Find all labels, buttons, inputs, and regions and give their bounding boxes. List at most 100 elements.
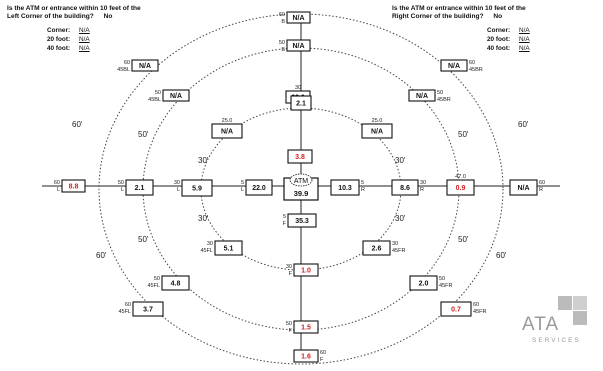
reading-side: F bbox=[320, 357, 324, 363]
atm-marker bbox=[289, 173, 313, 187]
reading-box bbox=[181, 179, 213, 197]
reading-distance: 60 bbox=[279, 12, 285, 18]
reading-value: 5.1 bbox=[224, 246, 234, 253]
right-row-value: N/A bbox=[519, 36, 530, 43]
ring-label: 30' bbox=[198, 214, 209, 223]
logo-block bbox=[558, 296, 572, 310]
reading-value: 10.3 bbox=[338, 185, 352, 192]
left-row-40ft: 40 foot: N/A bbox=[47, 45, 90, 53]
reading-distance: 60 bbox=[124, 60, 130, 66]
reading-value: 22.0 bbox=[252, 185, 266, 192]
reading-distance: 50 bbox=[439, 276, 445, 282]
right-row-20ft: 20 foot: N/A bbox=[487, 36, 530, 44]
reading-value: 1.5 bbox=[301, 325, 311, 332]
ata-services-logo: ATA SERVICES bbox=[520, 296, 590, 353]
logo-block bbox=[573, 296, 587, 310]
reading-box bbox=[362, 240, 391, 256]
reading-box bbox=[290, 95, 312, 111]
reading-side: L bbox=[121, 187, 124, 193]
left-row-label: 20 foot: bbox=[47, 36, 71, 43]
readings: 1.660F1.550F1.030F35.35FN/A60BN/A50B22.0… bbox=[54, 11, 545, 363]
reading-side: 45FR bbox=[392, 248, 405, 254]
reading-side: F bbox=[289, 271, 293, 277]
logo-main: ATA bbox=[522, 314, 559, 335]
reading-r-30: 8.6 30R bbox=[391, 179, 426, 196]
reading-value: 4.8 bbox=[171, 281, 181, 288]
reading-distance: 50 bbox=[286, 321, 292, 327]
right-question-answer: No bbox=[493, 13, 503, 20]
ring-label: 30' bbox=[395, 156, 406, 165]
reading-value: 35.3 bbox=[295, 218, 309, 225]
reading-value: 8.6 bbox=[400, 185, 410, 192]
reading-box bbox=[440, 59, 468, 72]
reading-value: 0.7 bbox=[451, 307, 461, 314]
reading-box bbox=[61, 179, 86, 193]
left-question-answer: No bbox=[103, 13, 113, 20]
reading-distance: 30 bbox=[392, 241, 398, 247]
reading-box bbox=[287, 149, 313, 164]
reading-box bbox=[211, 123, 243, 139]
reading-distance: 30 bbox=[174, 180, 180, 186]
reading-box bbox=[293, 320, 319, 334]
right-question-line1: Is the ATM or entrance within 10 feet of… bbox=[392, 5, 526, 12]
reading-side: L bbox=[241, 187, 244, 193]
reading-distance: 50 bbox=[154, 276, 160, 282]
reading-distance: 60 bbox=[54, 180, 60, 186]
reading-45br-30: N/A25.0 bbox=[361, 118, 393, 139]
reading-box bbox=[161, 275, 190, 291]
ring-distance-labels: 30' 30' 30' 30' 50' 50' 50' 50' 60' 60' … bbox=[72, 120, 529, 260]
right-corner-question: Is the ATM or entrance within 10 feet of… bbox=[392, 5, 526, 21]
reading-distance: 60 bbox=[125, 302, 131, 308]
reading-distance: 5 bbox=[361, 180, 364, 186]
ring-label: 60' bbox=[72, 120, 83, 129]
reading-box bbox=[293, 263, 319, 277]
reading-f-5: 35.35F bbox=[283, 213, 317, 228]
logo-graphic: ATA SERVICES bbox=[522, 296, 587, 344]
reading-distance: 60 bbox=[469, 60, 475, 66]
right-row-value: N/A bbox=[519, 45, 530, 52]
reading-value: N/A bbox=[371, 129, 383, 136]
right-row-corner: Corner: N/A bbox=[487, 27, 530, 35]
ring-label: 50' bbox=[138, 235, 149, 244]
reading-box bbox=[286, 39, 311, 52]
reading-box bbox=[293, 349, 319, 363]
reading-distance: 30 bbox=[420, 180, 426, 186]
reading-box bbox=[162, 89, 190, 102]
reading-value: N/A bbox=[416, 93, 428, 100]
reading-r-5: 10.35R bbox=[330, 179, 365, 196]
reading-side: R bbox=[420, 187, 424, 193]
reading-box bbox=[286, 11, 311, 24]
ring-label: 50' bbox=[458, 130, 469, 139]
reading-box bbox=[131, 59, 159, 72]
reading-value: 3.7 bbox=[143, 307, 153, 314]
reading-side: 45FL bbox=[200, 248, 213, 254]
reading-box bbox=[391, 179, 419, 196]
reading-side: L bbox=[177, 187, 180, 193]
ring-label: 30' bbox=[198, 156, 209, 165]
reading-distance: 5 bbox=[241, 180, 244, 186]
reading-side: 45FL bbox=[118, 309, 131, 315]
right-row-40ft: 40 foot: N/A bbox=[487, 45, 530, 53]
reading-value: 2.1 bbox=[296, 101, 306, 108]
right-row-label: 20 foot: bbox=[487, 36, 511, 43]
reading-value: 0.9 bbox=[456, 185, 466, 192]
reading-value: 1.0 bbox=[301, 268, 311, 275]
reading-distance: 50 bbox=[118, 180, 124, 186]
reading-box bbox=[361, 123, 393, 139]
reading-side: R bbox=[539, 187, 543, 193]
reading-value: N/A bbox=[292, 43, 304, 50]
reading-value: N/A bbox=[517, 185, 529, 192]
reading-side: 45BL bbox=[117, 67, 130, 73]
right-row-value: N/A bbox=[519, 27, 530, 34]
